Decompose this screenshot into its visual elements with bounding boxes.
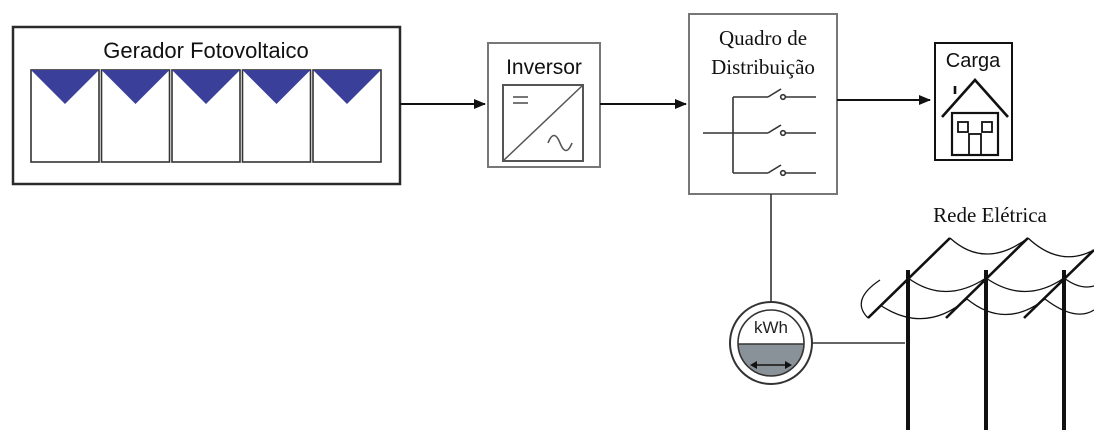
pv-panel-group (30, 69, 382, 163)
distribution-board: Quadro de Distribuição (688, 13, 838, 195)
pv-panel-triangle-icon (31, 70, 99, 104)
load: Carga (934, 42, 1013, 161)
pv-panel-triangle-icon (313, 70, 381, 104)
dc-symbol-icon (513, 96, 528, 104)
energy-meter: kWh (729, 301, 813, 385)
grid-label: Rede Elétrica (933, 203, 1047, 227)
ac-wave-icon (547, 134, 573, 152)
meter-label: kWh (754, 318, 788, 337)
switch-bank (703, 88, 816, 177)
distribution-board-box (688, 13, 838, 195)
power-pole-icon (860, 237, 1094, 430)
pv-panel-triangle-icon (172, 70, 240, 104)
inverter-diagonal (502, 84, 584, 162)
load-label: Carga (946, 50, 1001, 72)
pv-panel-triangle-icon (242, 70, 311, 104)
pv-generator-label: Gerador Fotovoltaico (103, 38, 308, 63)
pv-generator: Gerador Fotovoltaico (11, 25, 402, 186)
distribution-label-line2: Distribuição (711, 55, 815, 79)
inverter: Inversor (487, 42, 601, 168)
inverter-label: Inversor (506, 56, 582, 79)
house-icon (941, 78, 1009, 157)
meter-face (737, 309, 805, 377)
pv-panel-triangle-icon (101, 70, 170, 104)
distribution-label-line1: Quadro de (719, 26, 807, 50)
power-grid: Rede Elétrica (860, 203, 1094, 430)
bidirectional-arrow-icon (750, 361, 792, 369)
